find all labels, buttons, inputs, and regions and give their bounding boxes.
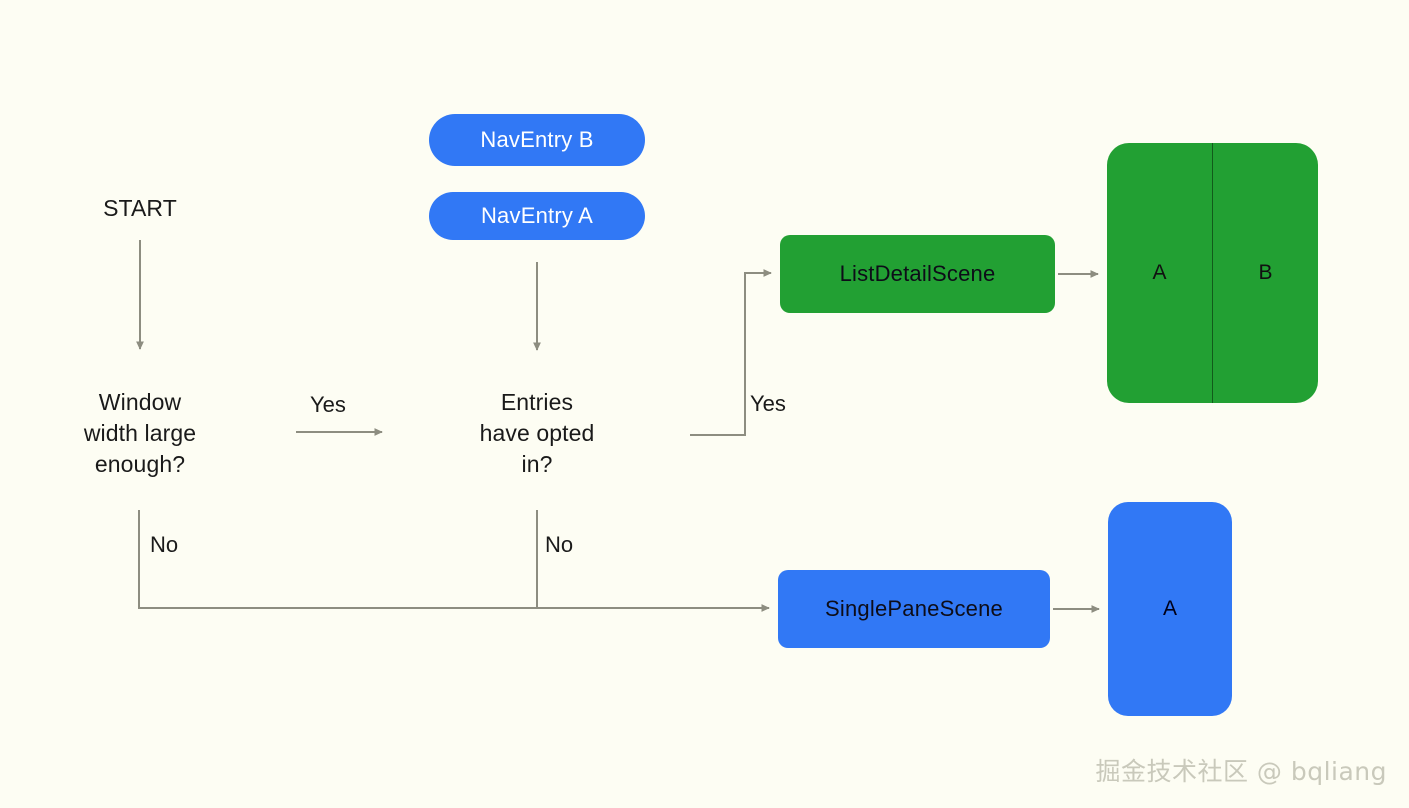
node-naventry-a: NavEntry A (429, 192, 645, 240)
node-list-detail-scene: ListDetailScene (780, 235, 1055, 313)
node-naventry-b: NavEntry B (429, 114, 645, 166)
preview-pane-b: B (1258, 261, 1273, 284)
edge-label-no-entries: No (545, 532, 574, 557)
pane-divider (1212, 143, 1213, 403)
preview-single-pane-layout: A (1108, 502, 1232, 716)
node-start: START (103, 195, 177, 221)
preview-two-pane-layout: A B (1107, 143, 1318, 403)
watermark: 掘金技术社区 @ bqliang (1095, 757, 1387, 786)
edge-window-no-to-singlepane (138, 510, 770, 612)
edge-label-no-window: No (150, 532, 179, 557)
node-entries-opted-in-decision: Entries have opted in? (479, 389, 595, 477)
preview-pane-a: A (1152, 261, 1167, 284)
node-window-width-decision: Window width large enough? (83, 389, 197, 477)
node-single-pane-scene: SinglePaneScene (778, 570, 1050, 648)
edge-label-yes-entries: Yes (750, 391, 786, 416)
edge-label-yes-window: Yes (310, 392, 346, 417)
